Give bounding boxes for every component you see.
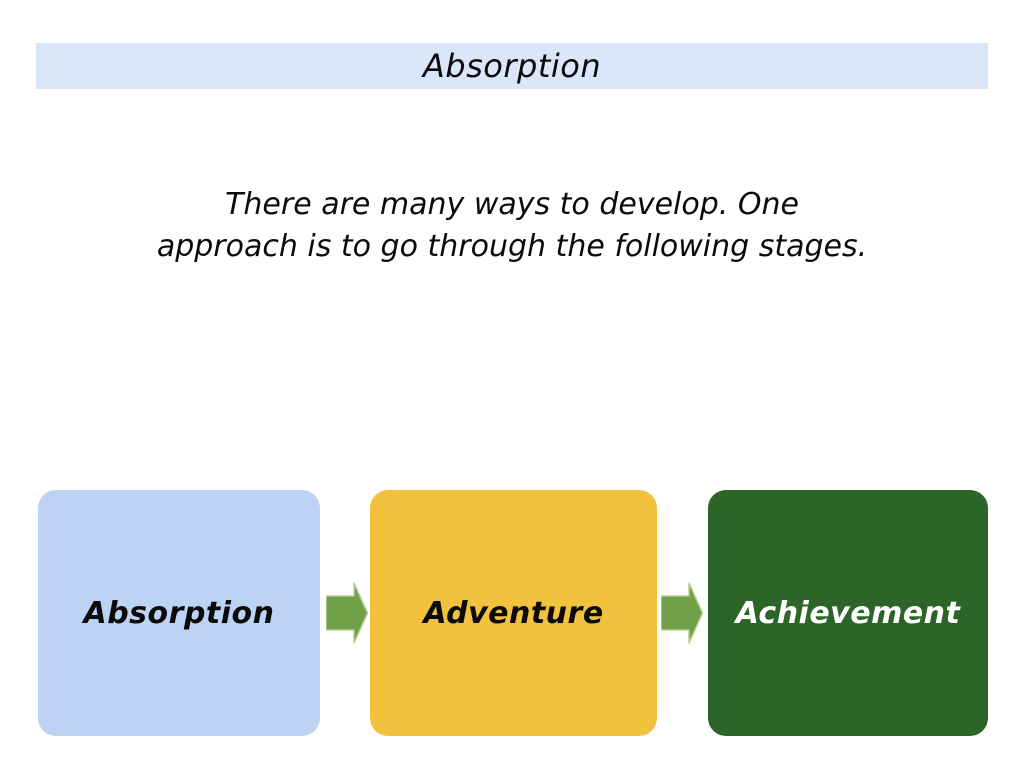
arrow-right-shape [326, 582, 368, 644]
arrow-right-shape [661, 582, 703, 644]
arrow-right-icon [661, 582, 703, 644]
stage-label-absorption: Absorption [83, 595, 275, 631]
slide-title-bar: Absorption [36, 43, 988, 89]
stage-card-absorption: Absorption [38, 490, 320, 736]
stage-label-achievement: Achievement [735, 595, 961, 631]
subtitle-line-1: There are many ways to develop. One [225, 187, 799, 222]
stage-label-adventure: Adventure [423, 595, 604, 631]
arrow-right-icon [326, 582, 368, 644]
subtitle-line-2: approach is to go through the following … [156, 229, 868, 264]
slide-subtitle: There are many ways to develop. One appr… [0, 184, 1024, 268]
stage-card-achievement: Achievement [708, 490, 988, 736]
stage-card-adventure: Adventure [370, 490, 657, 736]
slide-title: Absorption [422, 47, 602, 85]
